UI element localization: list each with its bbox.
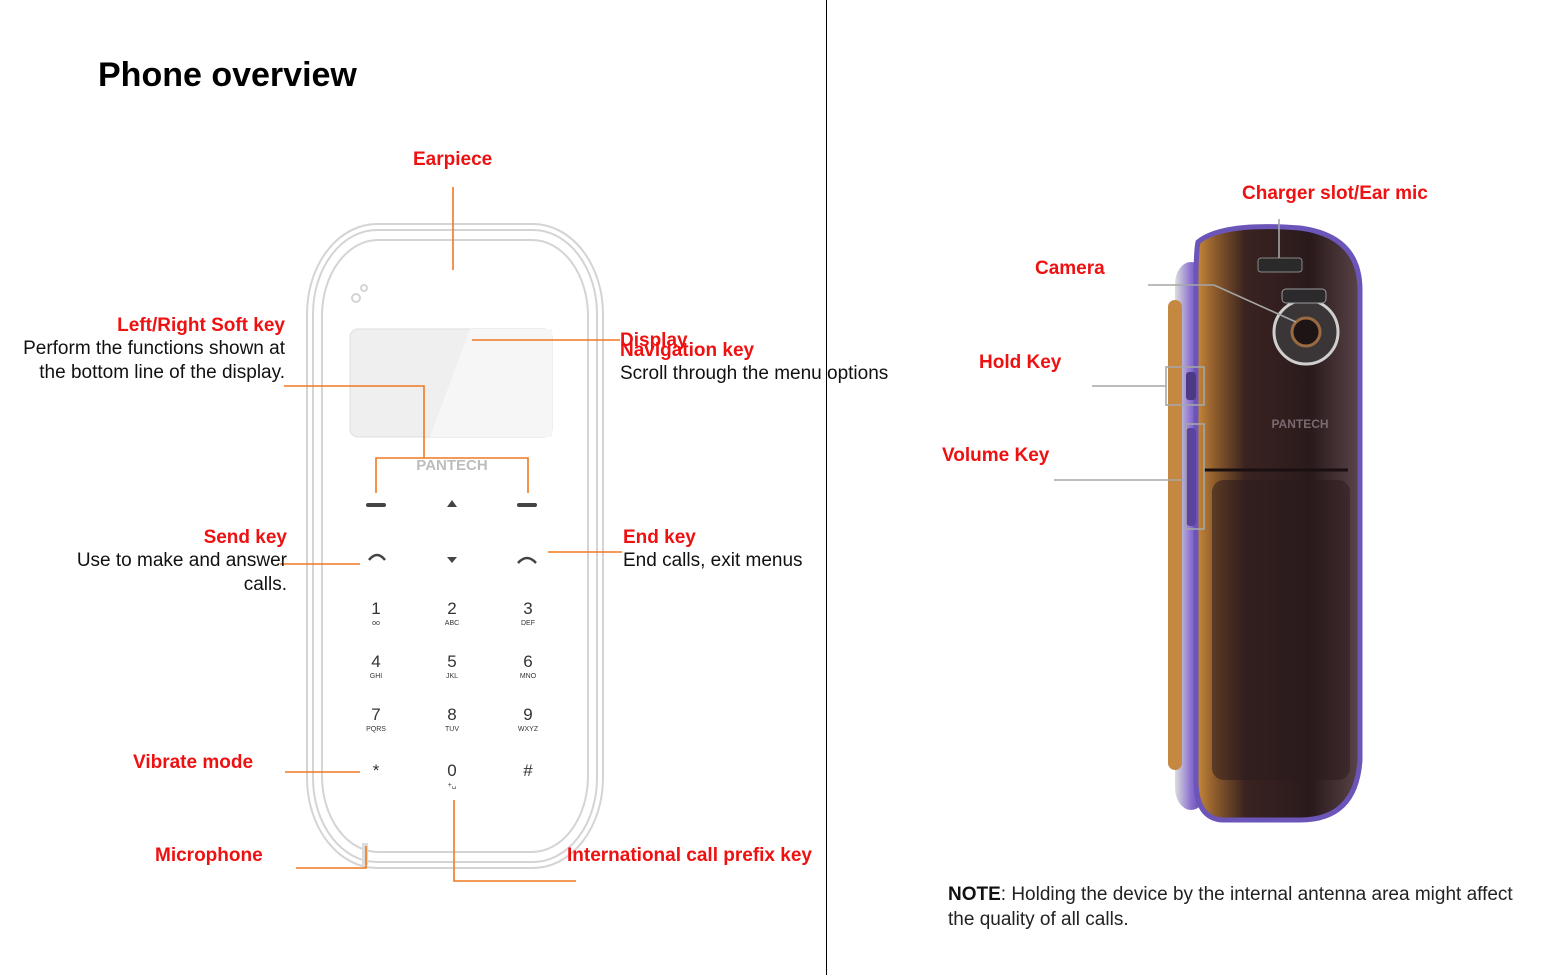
camera-label: Camera [1035, 258, 1105, 279]
key-3: 3 [523, 599, 532, 618]
soft-key-label: Left/Right Soft key [117, 315, 285, 336]
send-key-desc-2: calls. [243, 574, 287, 595]
key-0-letters: +␣ [448, 782, 457, 789]
page-title: Phone overview [98, 56, 357, 94]
front-phone [306, 223, 604, 869]
front-brand-logo: PANTECH [416, 457, 487, 474]
key-0: 0 [447, 761, 456, 780]
key-6: 6 [523, 652, 532, 671]
keypad-letters: oo ABC DEF GHI JKL MNO PQRS TUV WXYZ +␣ [366, 620, 539, 789]
navigation-key-desc: Scroll through the menu options [620, 363, 889, 384]
hold-key-label: Hold Key [979, 352, 1062, 373]
soft-key-desc-1: Perform the functions shown at [23, 338, 285, 359]
end-key-desc: End calls, exit menus [623, 550, 803, 571]
display-label: Display [620, 330, 688, 351]
note-line-1: NOTE: Holding the device by the internal… [948, 882, 1513, 907]
end-call-icon [517, 556, 537, 564]
nav-down-icon [447, 557, 457, 563]
key-hash: # [523, 761, 533, 780]
key-8: 8 [447, 705, 456, 724]
note-block: NOTE: Holding the device by the internal… [948, 882, 1513, 932]
right-soft-key-icon [517, 503, 537, 507]
key-6-letters: MNO [520, 673, 537, 680]
key-1: 1 [371, 599, 380, 618]
side-phone: PANTECH [1168, 224, 1363, 823]
earpiece-label: Earpiece [413, 149, 493, 170]
key-3-letters: DEF [521, 620, 535, 627]
charger-slot [1257, 257, 1303, 273]
note-line-2: the quality of all calls. [948, 909, 1129, 930]
microphone-label: Microphone [155, 845, 263, 866]
key-9-letters: WXYZ [518, 726, 539, 733]
key-5: 5 [447, 652, 456, 671]
key-7-letters: PQRS [366, 726, 386, 733]
keypad: 1 2 3 4 5 6 7 8 9 * 0 # [371, 599, 533, 780]
soft-key-desc-2: the bottom line of the display. [39, 362, 285, 383]
key-7: 7 [371, 705, 380, 724]
display-glare [430, 329, 552, 437]
send-key-desc-1: Use to make and answer [76, 550, 287, 571]
microphone-hole [362, 843, 368, 865]
front-leader-lines [280, 187, 622, 882]
key-9: 9 [523, 705, 532, 724]
key-8-letters: TUV [445, 726, 459, 733]
intl-prefix-key-label: International call prefix key [567, 845, 812, 866]
vibrate-mode-label: Vibrate mode [133, 752, 254, 773]
key-star: * [373, 761, 380, 780]
charger-slot-label: Charger slot/Ear mic [1242, 183, 1428, 204]
nav-up-icon [447, 500, 457, 507]
side-leader-lines [1054, 219, 1297, 530]
key-4: 4 [371, 652, 380, 671]
send-key-label: Send key [203, 527, 287, 548]
key-1-letters: oo [372, 620, 380, 627]
key-2-letters: ABC [445, 620, 459, 627]
note-text: : Holding the device by the internal ant… [1000, 884, 1513, 905]
key-4-letters: GHI [370, 673, 383, 680]
navigation-key-label: Navigation key [620, 340, 755, 361]
volume-key-button [1186, 428, 1196, 526]
send-call-icon [368, 553, 386, 561]
side-brand-logo: PANTECH [1271, 417, 1328, 431]
key-2: 2 [447, 599, 456, 618]
volume-key-label: Volume Key [942, 445, 1050, 466]
end-key-label: End key [623, 527, 696, 548]
note-label: NOTE [948, 884, 1001, 905]
key-5-letters: JKL [446, 673, 458, 680]
left-soft-key-icon [366, 503, 386, 507]
hold-key-button [1186, 372, 1196, 400]
page-divider [826, 0, 827, 975]
